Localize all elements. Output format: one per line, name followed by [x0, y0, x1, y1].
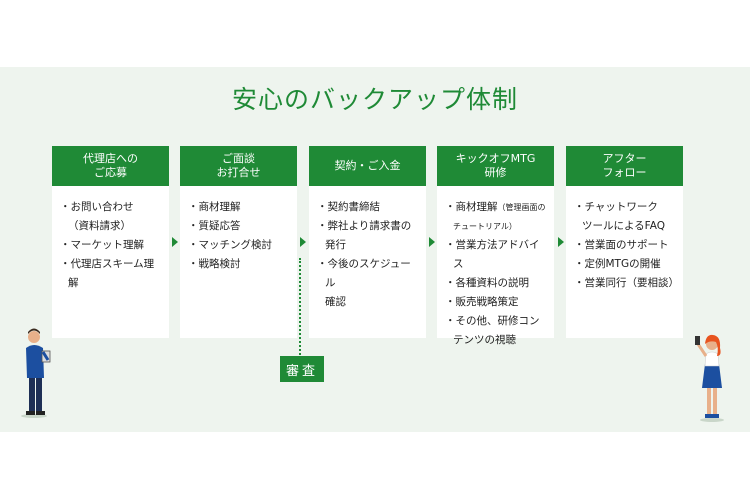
- step-item: ・弊社より請求書の 発行: [317, 220, 412, 251]
- step-item: ・今後のスケジュール 確認: [317, 258, 411, 308]
- review-badge: 審査: [280, 356, 324, 382]
- step-item: ・契約書締結: [317, 201, 380, 213]
- step-header: 契約・ご入金: [309, 146, 426, 186]
- step-item: ・質疑応答: [188, 220, 241, 232]
- step-item: ・代理店スキーム理解: [60, 258, 155, 289]
- step-card-after-follow: アフター フォロー ・チャットワーク ツールによるFAQ ・営業面のサポート ・…: [566, 146, 683, 338]
- step-item: ・マーケット理解: [60, 239, 144, 251]
- page-title: 安心のバックアップ体制: [231, 85, 518, 114]
- step-item: ・営業面のサポート: [574, 239, 669, 251]
- step-item: ・販売戦略策定: [445, 296, 519, 308]
- arrow-right-icon: [172, 237, 178, 247]
- step-item: ・営業方法アドバイス: [445, 239, 540, 270]
- step-header: 代理店への ご応募: [52, 146, 169, 186]
- step-header: ご面談 お打合せ: [180, 146, 297, 186]
- arrow-right-icon: [300, 237, 306, 247]
- step-item: ・マッチング検討: [188, 239, 272, 251]
- arrow-right-icon: [429, 237, 435, 247]
- step-item: ・戦略検討: [188, 258, 241, 270]
- step-item: ・定例MTGの開催: [574, 258, 661, 270]
- step-item-note: （管理画面の チュートリアル）: [453, 203, 546, 231]
- step-item-text: ・商材理解: [445, 201, 498, 213]
- step-item: ・営業同行（要相談）: [574, 277, 679, 289]
- step-item: ・商材理解: [188, 201, 241, 213]
- step-card-meeting: ご面談 お打合せ ・商材理解 ・質疑応答 ・マッチング検討 ・戦略検討: [180, 146, 297, 338]
- step-item: ・各種資料の説明: [445, 277, 529, 289]
- woman-with-phone-illustration: [695, 334, 724, 422]
- step-item: ・チャットワーク ツールによるFAQ: [574, 201, 666, 232]
- step-card-kickoff: キックオフMTG 研修 ・商材理解（管理画面の チュートリアル） ・営業方法アド…: [437, 146, 554, 346]
- step-card-contract: 契約・ご入金 ・契約書締結 ・弊社より請求書の 発行 ・今後のスケジュール 確認: [309, 146, 426, 338]
- review-connector-line: [299, 258, 301, 358]
- step-item: ・その他、研修コン テンツの視聴: [445, 315, 540, 346]
- man-with-tablet-illustration: [21, 328, 51, 418]
- step-item: ・商材理解（管理画面の チュートリアル）: [445, 198, 548, 236]
- step-item: ・お問い合わせ （資料請求）: [60, 201, 134, 232]
- step-header: アフター フォロー: [566, 146, 683, 186]
- step-header: キックオフMTG 研修: [437, 146, 554, 186]
- arrow-right-icon: [558, 237, 564, 247]
- step-card-application: 代理店への ご応募 ・お問い合わせ （資料請求） ・マーケット理解 ・代理店スキ…: [52, 146, 169, 338]
